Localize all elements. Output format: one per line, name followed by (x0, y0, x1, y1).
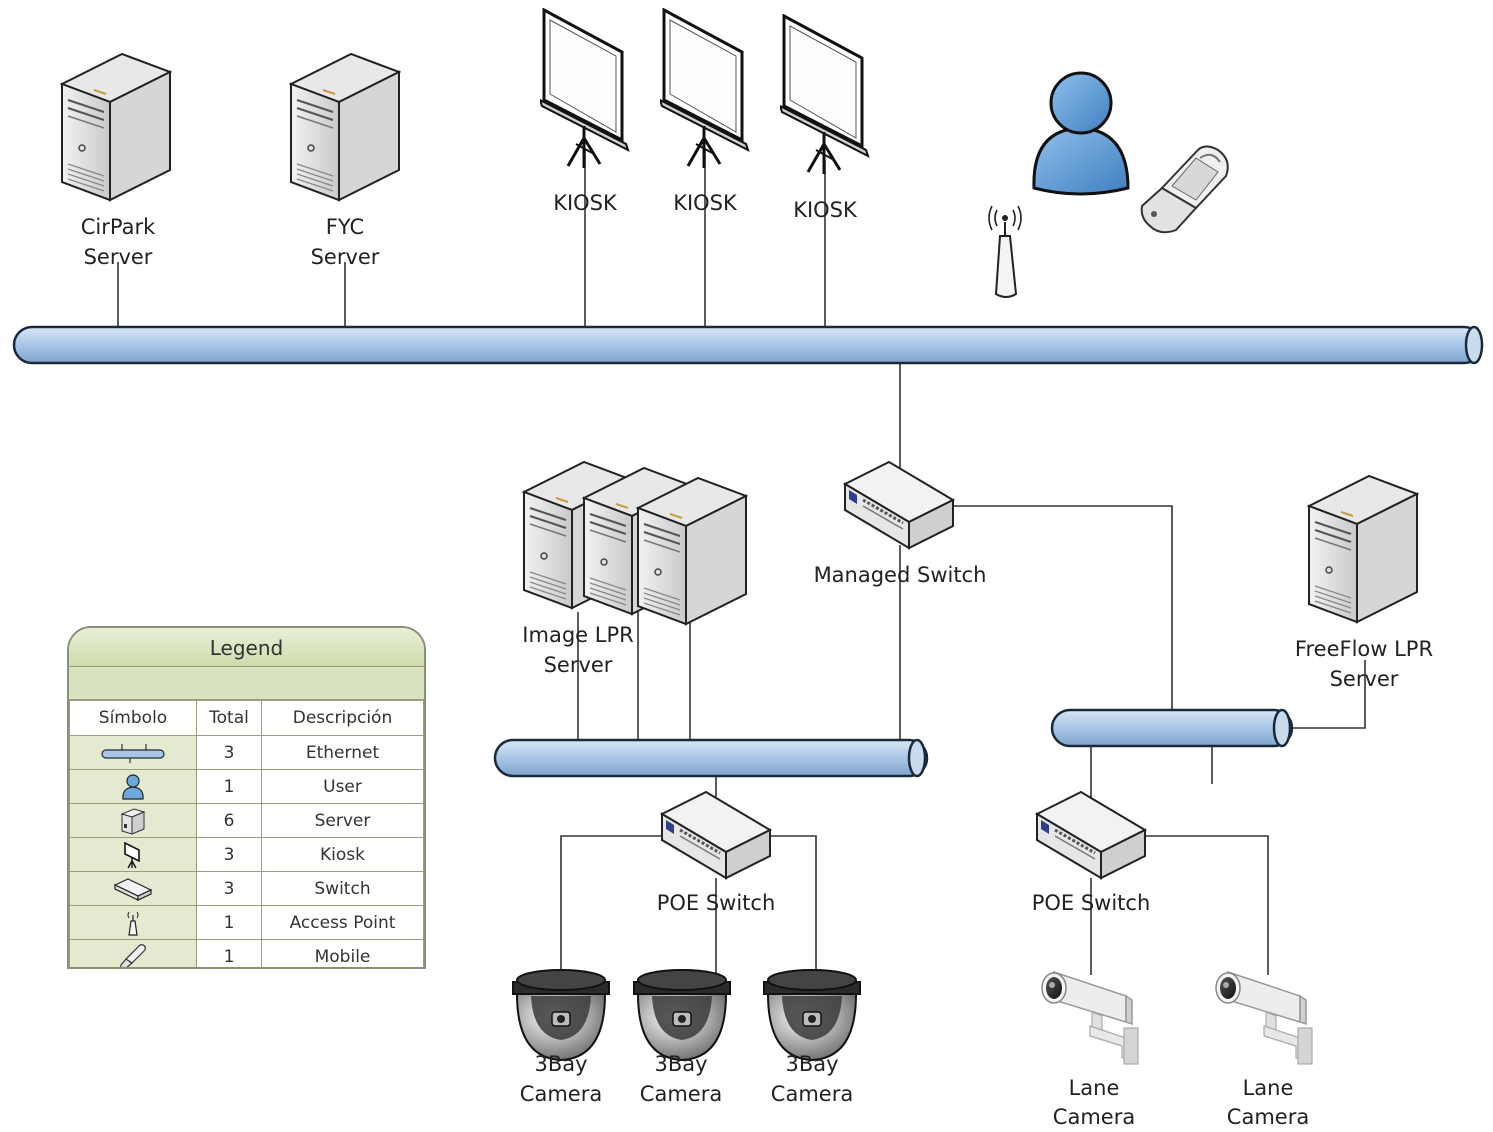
bay-camera-label-3: 3Bay Camera (770, 1052, 854, 1106)
dome-camera-icon-1 (512, 969, 610, 1061)
bay-camera-label-1: 3Bay Camera (519, 1052, 603, 1106)
legend-total: 3 (196, 871, 262, 906)
lane-camera-icon-1 (1041, 971, 1139, 1065)
poe-switch-label-1: POE Switch (656, 891, 776, 915)
legend-panel: Legend Símbolo Total Descripción 3 (67, 626, 426, 969)
legend-row: 3 Ethernet (69, 735, 424, 770)
legend-total: 3 (196, 837, 262, 872)
user-icon (1032, 71, 1130, 196)
legend-description: Mobile (261, 939, 424, 967)
image-lpr-server-label: Image LPR Server (522, 623, 634, 677)
link-poe2-cam2 (1142, 835, 1269, 975)
legend-header-row: Símbolo Total Descripción (69, 700, 424, 736)
legend-table: Símbolo Total Descripción 3 Ethernet (69, 700, 424, 967)
legend-description: Kiosk (261, 837, 424, 872)
legend-header-description: Descripción (261, 700, 424, 736)
legend-row: 3 Kiosk (69, 837, 424, 872)
switch-icon (114, 877, 152, 901)
legend-subheader-band (69, 667, 424, 700)
kiosk-icon-2 (660, 8, 750, 168)
link-managed-bus3 (952, 505, 1173, 712)
legend-description: Switch (261, 871, 424, 906)
legend-total: 1 (196, 905, 262, 940)
lane-camera-label-1: Lane Camera (1052, 1076, 1136, 1129)
access-point-icon (988, 205, 1022, 298)
fyc-server-label: FYC Server (310, 215, 380, 269)
managed-switch-label: Managed Switch (813, 563, 987, 587)
managed-switch-icon (843, 460, 955, 550)
link-poe-cam1 (560, 835, 665, 976)
fyc-server-icon (290, 53, 400, 201)
legend-total: 6 (196, 803, 262, 838)
kiosk-icon (124, 841, 140, 868)
lane-camera-label-2: Lane Camera (1226, 1076, 1310, 1129)
mobile-icon (1140, 145, 1229, 234)
legend-total: 1 (196, 939, 262, 967)
bay-camera-label-2: 3Bay Camera (639, 1052, 723, 1106)
legend-description: Server (261, 803, 424, 838)
poe-switch-icon-1 (660, 790, 772, 880)
kiosk-label-2: KIOSK (673, 191, 737, 215)
access-point-icon (127, 911, 139, 936)
legend-header-symbol: Símbolo (69, 700, 197, 736)
link-poe-cam3 (768, 835, 817, 976)
legend-row: 1 User (69, 769, 424, 804)
legend-row: 6 Server (69, 803, 424, 838)
kiosk-icon-1 (540, 8, 630, 168)
legend-row: 1 Access Point (69, 905, 424, 940)
cirpark-server-icon (61, 53, 171, 201)
freeflow-lpr-server-label: FreeFlow LPR Server (1294, 637, 1434, 691)
mobile-icon (120, 943, 146, 967)
link-freeflow (1290, 660, 1366, 729)
kiosk-label-1: KIOSK (553, 191, 617, 215)
image-lpr-server-icon-3 (637, 477, 747, 625)
poe-switch-icon-2 (1035, 790, 1147, 880)
ethernet-bus-main (12, 325, 1484, 365)
legend-title: Legend (69, 628, 424, 667)
legend-row: 1 Mobile (69, 939, 424, 967)
ethernet-bus-lane (1050, 708, 1294, 748)
legend-description: Access Point (261, 905, 424, 940)
cirpark-server-label: CirPark Server (80, 215, 156, 269)
legend-row: 3 Switch (69, 871, 424, 906)
freeflow-server-icon (1308, 475, 1418, 623)
ethernet-bus-lpr (493, 738, 929, 778)
legend-header-total: Total (196, 700, 262, 736)
legend-total: 1 (196, 769, 262, 804)
legend-description: User (261, 769, 424, 804)
ethernet-icon (101, 743, 165, 763)
kiosk-icon-3 (780, 14, 870, 174)
legend-total: 3 (196, 735, 262, 770)
server-icon (121, 807, 145, 835)
connections (117, 150, 1366, 976)
user-icon (122, 773, 144, 800)
dome-camera-icon-3 (763, 969, 861, 1061)
poe-switch-label-2: POE Switch (1031, 891, 1151, 915)
dome-camera-icon-2 (633, 969, 731, 1061)
legend-description: Ethernet (261, 735, 424, 770)
lane-camera-icon-2 (1215, 971, 1313, 1065)
kiosk-label-3: KIOSK (793, 198, 857, 222)
